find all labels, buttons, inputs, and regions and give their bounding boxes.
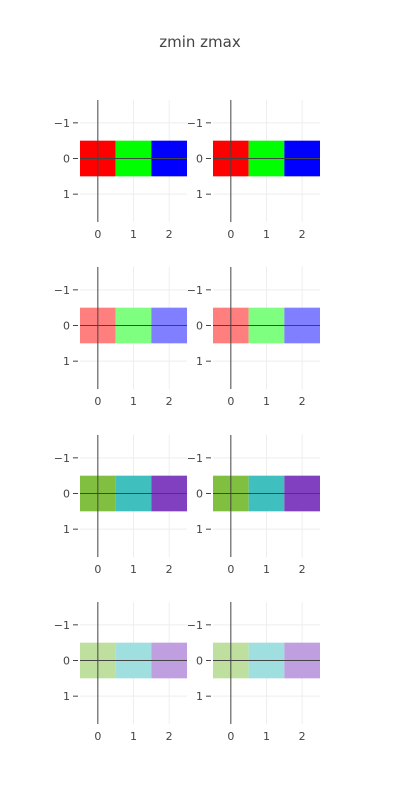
chart-title: zmin zmax bbox=[159, 33, 241, 51]
y-tick-label: −1 bbox=[187, 284, 203, 297]
x-tick-label: 2 bbox=[299, 563, 306, 576]
y-tick-label: −1 bbox=[54, 452, 70, 465]
y-tick-label: 1 bbox=[196, 523, 203, 536]
x-tick-label: 0 bbox=[227, 228, 234, 241]
x-tick-label: 0 bbox=[227, 730, 234, 743]
y-tick-label: 0 bbox=[63, 655, 70, 668]
x-tick-label: 2 bbox=[166, 730, 173, 743]
x-tick-label: 1 bbox=[263, 395, 270, 408]
x-tick-label: 2 bbox=[166, 395, 173, 408]
y-tick-label: 0 bbox=[63, 488, 70, 501]
y-tick-label: −1 bbox=[54, 619, 70, 632]
x-tick-label: 0 bbox=[94, 730, 101, 743]
y-tick-label: 1 bbox=[63, 523, 70, 536]
x-tick-label: 1 bbox=[263, 563, 270, 576]
x-tick-label: 1 bbox=[130, 730, 137, 743]
x-tick-label: 0 bbox=[227, 563, 234, 576]
subplot-6: −1 0 1 0 1 2 bbox=[187, 435, 320, 576]
x-tick-label: 1 bbox=[130, 228, 137, 241]
x-tick-label: 0 bbox=[94, 563, 101, 576]
y-tick-label: 0 bbox=[196, 655, 203, 668]
y-tick-label: −1 bbox=[54, 284, 70, 297]
x-tick-label: 1 bbox=[130, 563, 137, 576]
x-tick-label: 1 bbox=[263, 730, 270, 743]
y-tick-label: 1 bbox=[196, 188, 203, 201]
x-tick-label: 2 bbox=[299, 228, 306, 241]
x-tick-label: 2 bbox=[299, 395, 306, 408]
y-tick-label: 0 bbox=[196, 320, 203, 333]
x-tick-label: 2 bbox=[299, 730, 306, 743]
y-tick-label: 1 bbox=[196, 690, 203, 703]
subplot-7: −1 0 1 0 1 2 bbox=[54, 602, 187, 743]
subplot-5: −1 0 1 0 1 2 bbox=[54, 435, 187, 576]
y-tick-label: −1 bbox=[187, 452, 203, 465]
x-tick-label: 2 bbox=[166, 563, 173, 576]
subplot-1: −1 0 1 0 1 2 bbox=[54, 100, 187, 241]
x-tick-label: 2 bbox=[166, 228, 173, 241]
subplot-4: −1 0 1 0 1 2 bbox=[187, 267, 320, 408]
y-tick-label: −1 bbox=[187, 619, 203, 632]
y-tick-label: 1 bbox=[196, 355, 203, 368]
y-tick-label: 0 bbox=[196, 153, 203, 166]
x-tick-label: 0 bbox=[94, 395, 101, 408]
y-tick-label: −1 bbox=[54, 117, 70, 130]
subplot-2: −1 0 1 0 1 2 bbox=[187, 100, 320, 241]
y-tick-label: 1 bbox=[63, 188, 70, 201]
x-tick-label: 0 bbox=[227, 395, 234, 408]
y-tick-label: 1 bbox=[63, 690, 70, 703]
x-tick-label: 0 bbox=[94, 228, 101, 241]
y-tick-label: 1 bbox=[63, 355, 70, 368]
subplot-8: −1 0 1 0 1 2 bbox=[187, 602, 320, 743]
subplot-3: −1 0 1 0 1 2 bbox=[54, 267, 187, 408]
x-tick-label: 1 bbox=[130, 395, 137, 408]
y-tick-label: −1 bbox=[187, 117, 203, 130]
y-tick-label: 0 bbox=[63, 153, 70, 166]
y-tick-label: 0 bbox=[63, 320, 70, 333]
x-tick-label: 1 bbox=[263, 228, 270, 241]
y-tick-label: 0 bbox=[196, 488, 203, 501]
